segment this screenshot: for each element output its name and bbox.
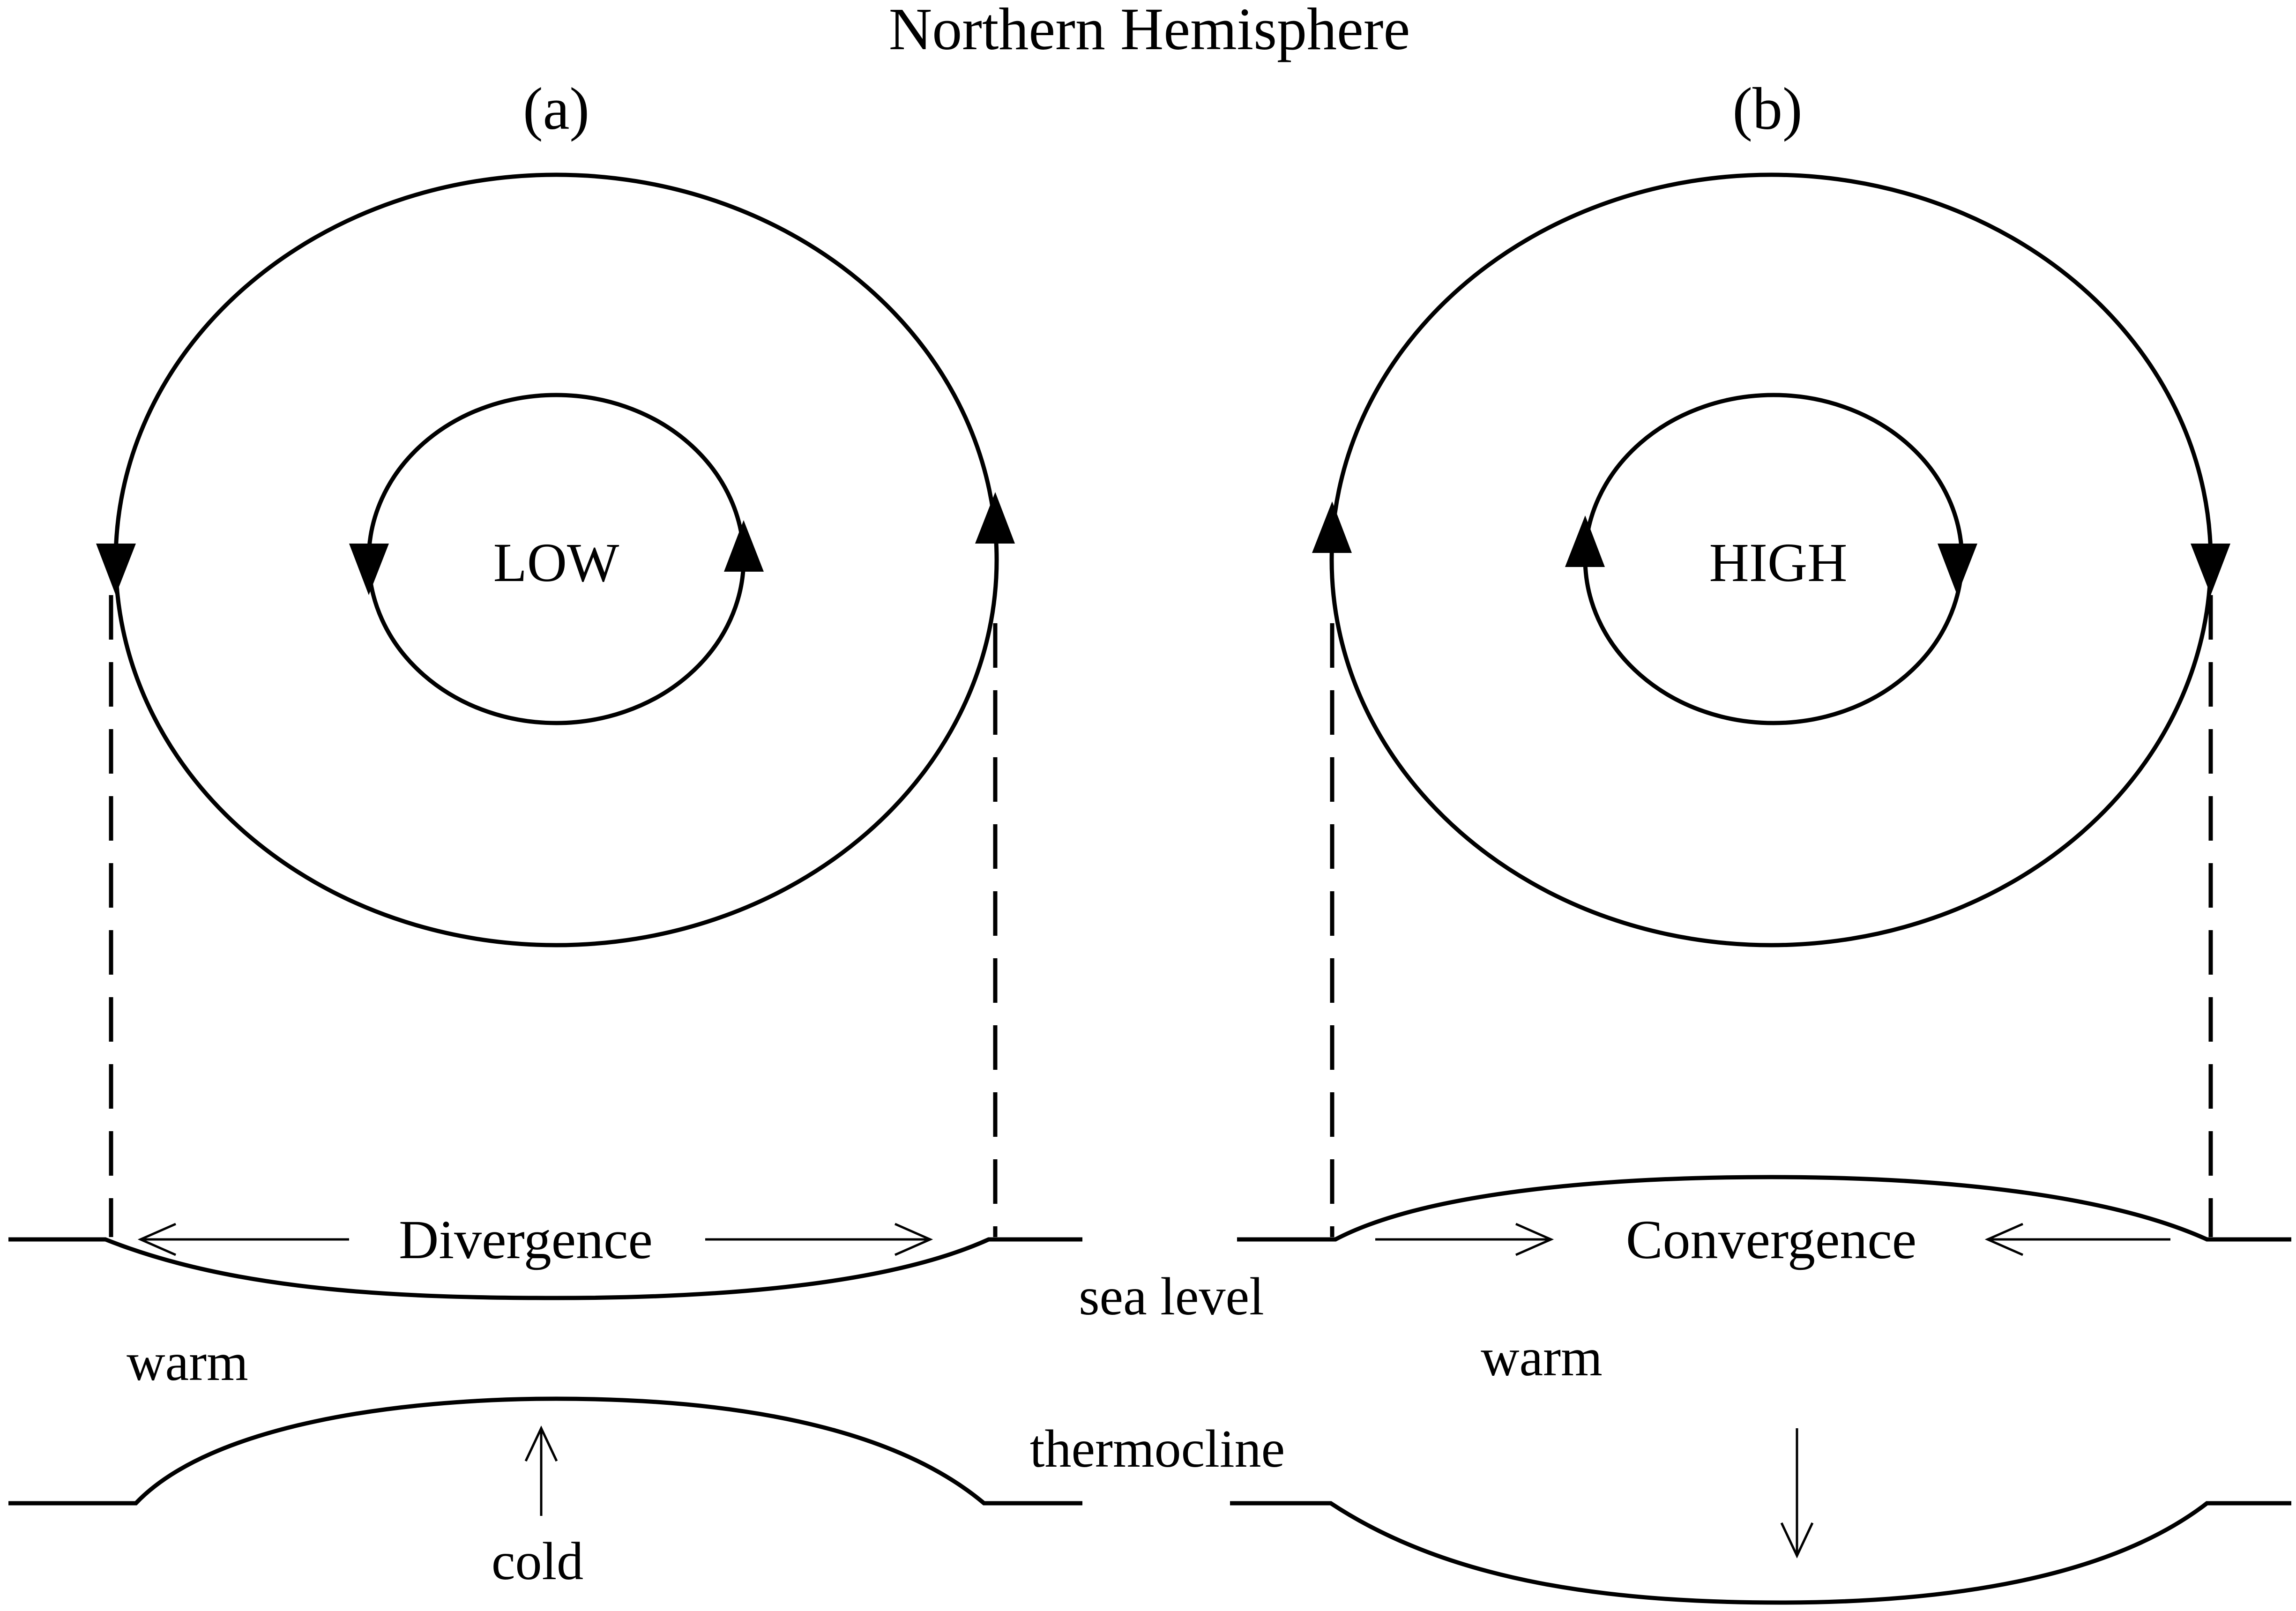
panel-b-inner-right-arrow (1938, 544, 1977, 595)
panel-b-convergence-arrowhead-right (1984, 1223, 2024, 1256)
panel-a-divergence-arrowhead-right (894, 1223, 933, 1256)
panel-a-lower-layer-label: cold (492, 1531, 583, 1591)
panel-a-inner-left-arrow (349, 544, 389, 595)
panel-b-sea-surface (1237, 1175, 2291, 1242)
panel-a-inner-right-arrow (724, 520, 764, 572)
panel-b-center-label: HIGH (1709, 532, 1848, 593)
panel-a-upwelling-arrowhead (524, 1425, 558, 1462)
panel-a-outer-right-arrow (975, 492, 1015, 544)
panel-b-outer-right-arrow (2191, 544, 2230, 595)
panel-b-outer-left-arrow (1312, 501, 1352, 553)
panel-b-label: (b) (1732, 75, 1802, 142)
panel-a-divergence-arrowhead-left (137, 1223, 177, 1256)
panel-a-sea-surface (8, 1237, 1082, 1300)
panel-a-center-label: LOW (493, 532, 619, 593)
panel-a-flow-label: Divergence (399, 1209, 653, 1270)
panel-b (1230, 172, 2291, 1605)
panel-b-downwelling-arrowhead (1780, 1522, 1814, 1559)
panel-b-thermocline (1230, 1501, 2291, 1605)
panel-b-convergence-arrowhead-left (1515, 1223, 1554, 1256)
panel-a-upper-layer-label: warm (127, 1332, 248, 1392)
panel-a-outer-left-arrow (96, 544, 136, 595)
panel-a-label: (a) (523, 75, 589, 142)
figure-title: Northern Hemisphere (889, 0, 1410, 62)
panel-a-thermocline (8, 1396, 1082, 1506)
panel-b-flow-label: Convergence (1626, 1209, 1916, 1270)
panel-b-upper-layer-label: warm (1481, 1328, 1603, 1387)
sea-level-label: sea level (1079, 1267, 1264, 1326)
thermocline-label: thermocline (1030, 1419, 1285, 1478)
panel-b-inner-left-arrow (1565, 515, 1605, 567)
panel-a (8, 172, 1082, 1516)
